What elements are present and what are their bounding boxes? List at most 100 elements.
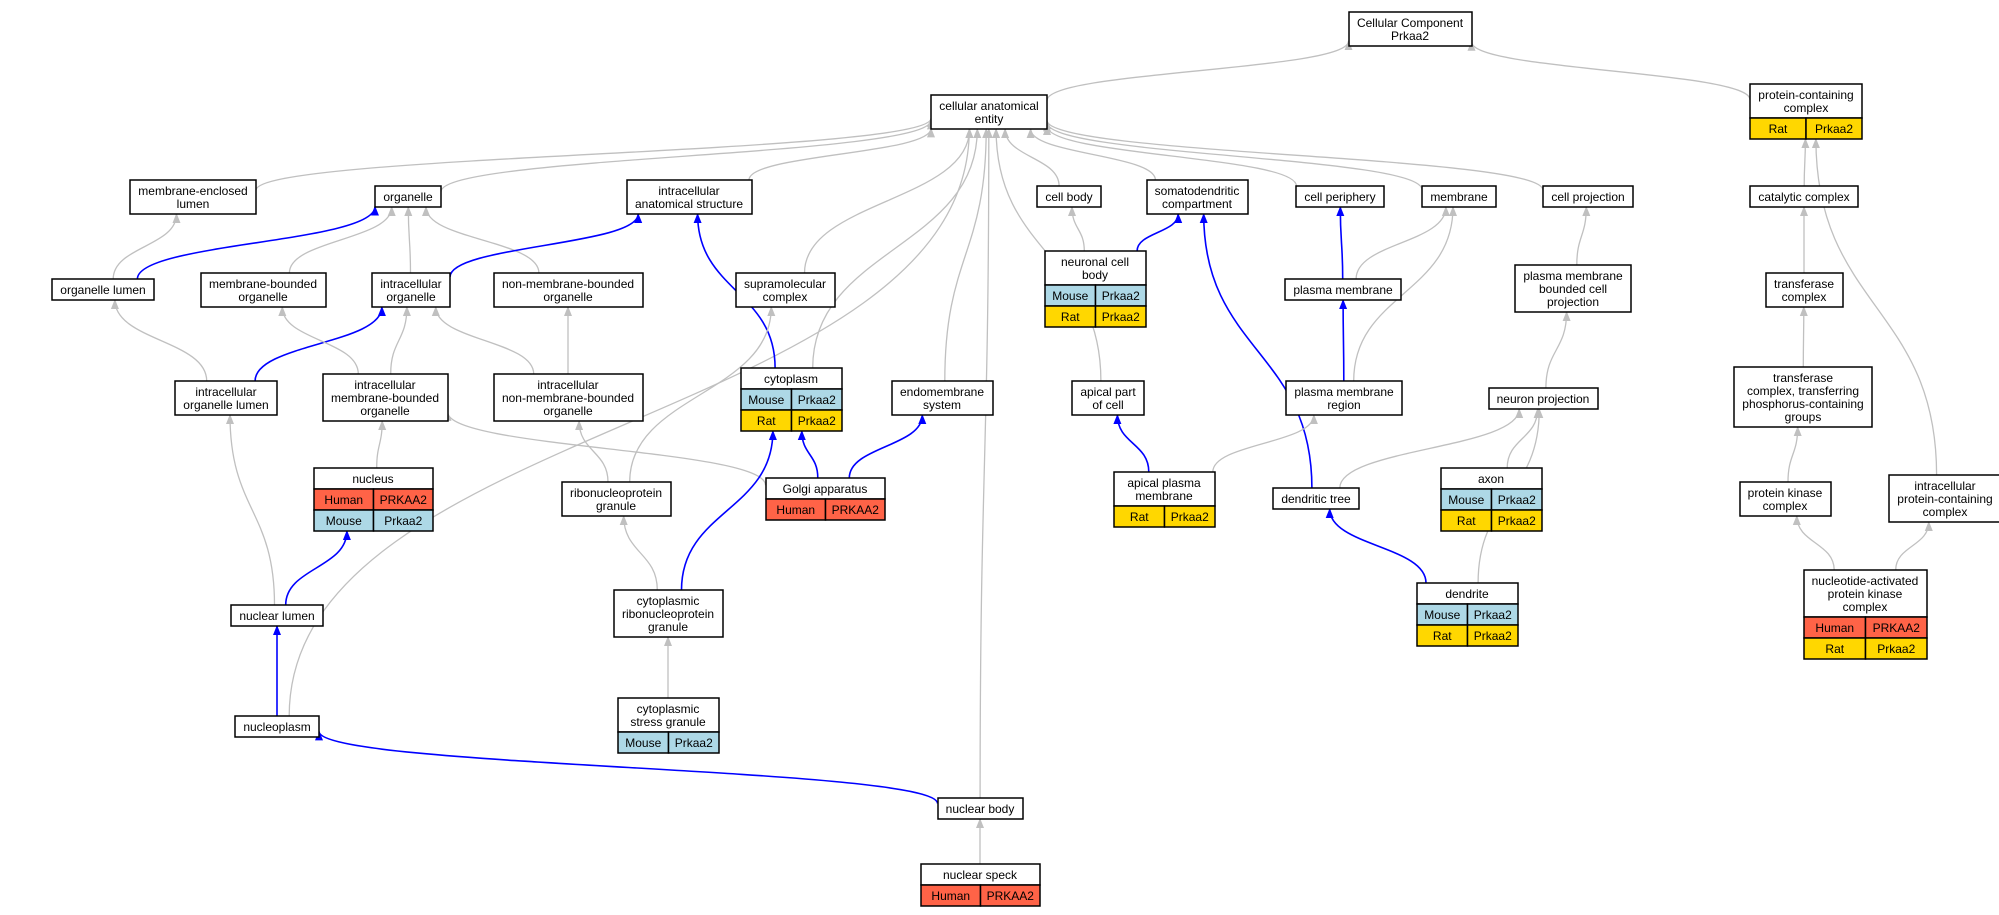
term-label-line: nucleoplasm: [243, 720, 310, 734]
term-label-line: protein kinase: [1748, 486, 1823, 500]
gene-label: PRKAA2: [987, 889, 1035, 903]
term-label-line: bounded cell: [1539, 282, 1607, 296]
edge-is-a: [288, 206, 396, 274]
species-label: Rat: [1825, 642, 1844, 656]
edge-is-a: [422, 206, 540, 274]
gene-label: Prkaa2: [1102, 310, 1140, 324]
edge-is-a: [1895, 521, 1933, 571]
edge-part-of: [284, 530, 351, 606]
term-label-line: cytoplasmic: [637, 594, 700, 608]
term-node-dendritic-tree[interactable]: dendritic tree: [1272, 487, 1360, 510]
term-label-line: plasma membrane: [1294, 385, 1394, 399]
annotation-row-mouse: Mouse Prkaa2: [1044, 284, 1147, 307]
term-node-cell-periphery[interactable]: cell periphery: [1295, 185, 1385, 208]
term-node-neuron-projection[interactable]: neuron projection: [1488, 387, 1599, 410]
term-node-catalytic-complex[interactable]: catalytic complex: [1749, 185, 1859, 208]
term-node-nuclear-lumen[interactable]: nuclear lumen: [230, 604, 324, 627]
gene-label: Prkaa2: [1498, 493, 1536, 507]
edge-is-a: [944, 128, 991, 382]
term-node-organelle[interactable]: organelle: [374, 185, 442, 208]
term-node-organelle-lumen[interactable]: organelle lumen: [51, 278, 155, 301]
term-box: [374, 185, 442, 208]
term-box: [1421, 185, 1497, 208]
term-box: [1285, 380, 1403, 416]
term-node-intracellular-non-membrane-bounded-organelle[interactable]: intracellularnon-membrane-boundedorganel…: [493, 373, 644, 422]
term-box: [735, 272, 836, 308]
gene-label: Prkaa2: [675, 736, 713, 750]
gene-label: PRKAA2: [380, 493, 428, 507]
gene-cell: [1094, 305, 1147, 328]
term-box: [930, 94, 1048, 130]
term-node-nuclear-body[interactable]: nuclear body: [937, 797, 1024, 820]
term-node-plasma-membrane[interactable]: plasma membrane: [1284, 278, 1402, 301]
gene-cell: [824, 498, 886, 521]
term-label-line: cell body: [1045, 190, 1092, 204]
term-label-line: of cell: [1092, 398, 1123, 412]
gene-cell: [1163, 505, 1216, 528]
term-label-line: nucleotide-activated: [1812, 574, 1919, 588]
species-label: Mouse: [1424, 608, 1460, 622]
term-label-line: non-membrane-bounded: [502, 391, 634, 405]
term-label-line: region: [1327, 398, 1360, 412]
edge-is-a: [255, 117, 935, 191]
edge-is-a: [1046, 40, 1353, 101]
term-box: [1514, 264, 1632, 313]
edge-part-of: [1325, 508, 1427, 584]
term-node-nucleoplasm[interactable]: nucleoplasm: [234, 715, 320, 738]
gene-label: Prkaa2: [1102, 289, 1140, 303]
term-box: [1113, 471, 1216, 507]
term-label-line: cytoplasm: [764, 372, 818, 386]
term-label-line: nuclear speck: [943, 868, 1018, 882]
term-label-line: cellular anatomical: [939, 99, 1038, 113]
gene-label: Prkaa2: [1474, 629, 1512, 643]
species-label: Mouse: [1052, 289, 1088, 303]
term-box: [1272, 487, 1360, 510]
term-label-line: entity: [975, 112, 1004, 126]
species-label: Human: [931, 889, 970, 903]
term-label-line: membrane-bounded: [209, 277, 317, 291]
term-node-membrane[interactable]: membrane: [1421, 185, 1497, 208]
edge-is-a: [979, 128, 993, 799]
term-box: [1348, 11, 1473, 47]
term-label-line: supramolecular: [744, 277, 826, 291]
edge-is-a: [443, 410, 767, 486]
term-box: [1739, 481, 1832, 517]
term-node-cell-body[interactable]: cell body: [1036, 185, 1102, 208]
term-node-cell-projection[interactable]: cell projection: [1542, 185, 1634, 208]
